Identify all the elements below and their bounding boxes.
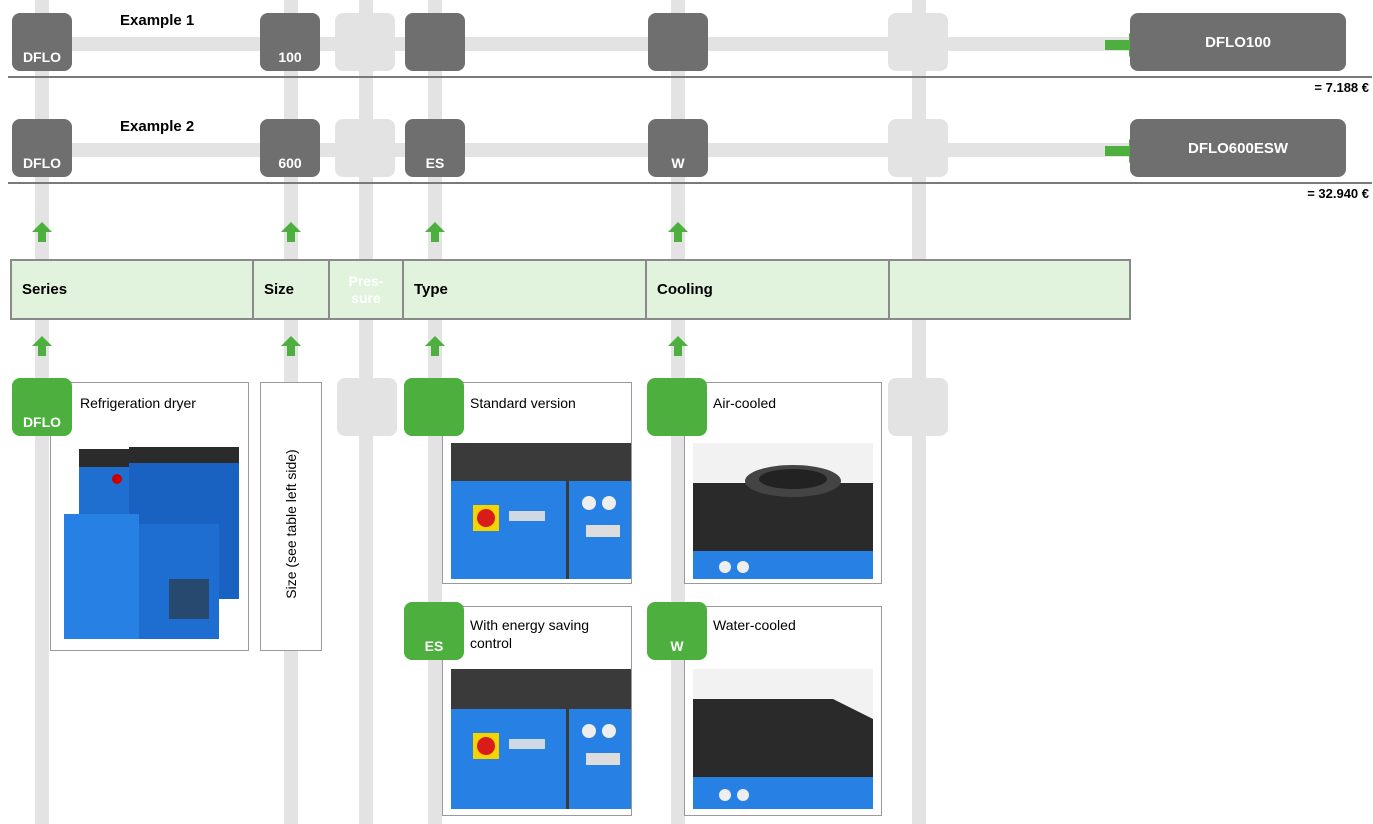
- example1-pressure-box: [335, 13, 395, 71]
- example1-cooling-box: [648, 13, 708, 71]
- example2-separator: [8, 182, 1372, 184]
- example2-cooling-box: W: [648, 119, 708, 177]
- example2-track: [40, 143, 1140, 157]
- cooling-air-card: [684, 382, 882, 584]
- size-option-label: Size (see table left side): [283, 449, 299, 599]
- up-arrow-icon: [281, 222, 301, 242]
- header-cooling: Cooling: [645, 259, 890, 320]
- example2-series-box: DFLO: [12, 119, 72, 177]
- up-arrow-icon: [668, 222, 688, 242]
- standard-version-image: [451, 443, 631, 579]
- example1-size-box: 100: [260, 13, 320, 71]
- header-pressure: Pres- sure: [328, 259, 404, 320]
- example1-result: DFLO100: [1130, 13, 1346, 71]
- up-arrow-icon: [32, 336, 52, 356]
- example1-price: = 7.188 €: [1314, 80, 1369, 95]
- example2-extra-box: [888, 119, 948, 177]
- example2-price: = 32.940 €: [1307, 186, 1369, 201]
- size-option-card: [260, 382, 322, 651]
- example2-pressure-box: [335, 119, 395, 177]
- example1-type-box: [405, 13, 465, 71]
- series-option-card: [50, 382, 249, 651]
- example1-extra-box: [888, 13, 948, 71]
- header-pressure-label: Pres- sure: [348, 272, 384, 306]
- header-extra: [888, 259, 1131, 320]
- pressure-option-placeholder: [337, 378, 397, 436]
- unit-top-icon: [693, 669, 873, 809]
- up-arrow-icon: [281, 336, 301, 356]
- example1-track: [40, 37, 1140, 51]
- dryer-units-icon: [64, 447, 239, 639]
- type-es-label: With energy saving control: [470, 617, 590, 651]
- series-option-label: Refrigeration dryer: [80, 395, 196, 411]
- example2-label: Example 2: [120, 118, 195, 135]
- up-arrow-icon: [425, 336, 445, 356]
- type-es-card: [442, 606, 632, 816]
- example1-series-box: DFLO: [12, 13, 72, 71]
- cooling-water-code: W: [647, 602, 707, 660]
- up-arrow-icon: [668, 336, 688, 356]
- up-arrow-icon: [425, 222, 445, 242]
- type-standard-code: [404, 378, 464, 436]
- air-cooled-image: [693, 443, 873, 579]
- extra-option-placeholder: [888, 378, 948, 436]
- control-panel-icon: [451, 443, 631, 579]
- series-option-code: DFLO: [12, 378, 72, 436]
- water-cooled-image: [693, 669, 873, 809]
- header-size: Size: [252, 259, 330, 320]
- example1-separator: [8, 76, 1372, 78]
- control-panel-icon: [451, 669, 631, 809]
- example2-result: DFLO600ESW: [1130, 119, 1346, 177]
- fan-unit-icon: [693, 443, 873, 579]
- header-type: Type: [402, 259, 647, 320]
- cooling-water-label: Water-cooled: [713, 617, 796, 633]
- dryer-units-image: [59, 439, 239, 644]
- energy-saving-image: [451, 669, 631, 809]
- type-standard-label: Standard version: [470, 395, 576, 411]
- type-standard-card: [442, 382, 632, 584]
- example1-label: Example 1: [120, 12, 195, 29]
- cooling-air-code: [647, 378, 707, 436]
- example2-type-box: ES: [405, 119, 465, 177]
- up-arrow-icon: [32, 222, 52, 242]
- cooling-air-label: Air-cooled: [713, 395, 777, 411]
- example2-size-box: 600: [260, 119, 320, 177]
- type-es-code: ES: [404, 602, 464, 660]
- header-series: Series: [10, 259, 254, 320]
- cooling-water-card: [684, 606, 882, 816]
